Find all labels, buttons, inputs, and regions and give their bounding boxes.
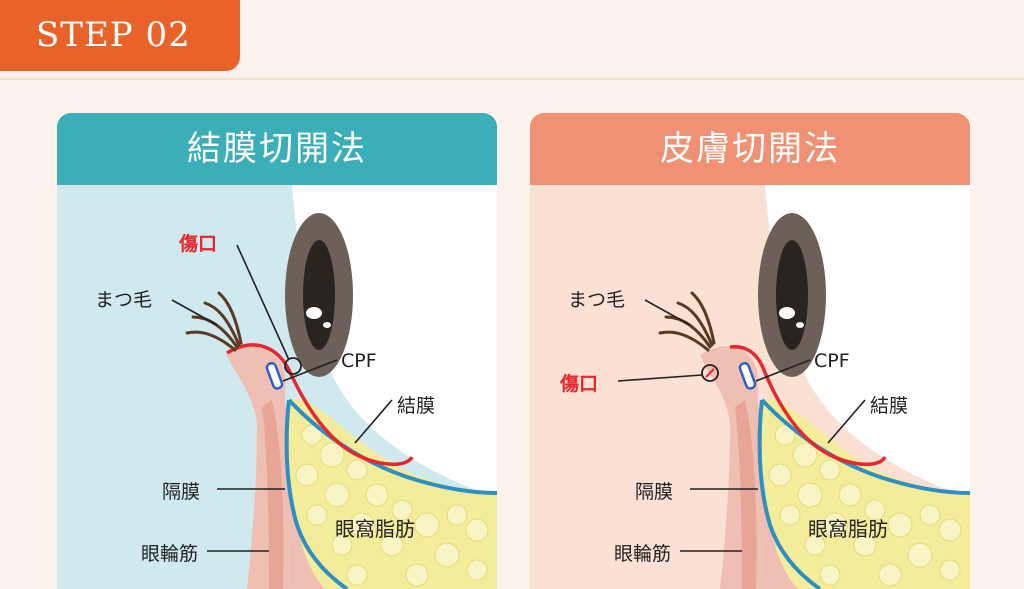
- incision-mark: [705, 368, 715, 378]
- label-wound: 傷口: [560, 373, 599, 395]
- label-septum: 隔膜: [162, 481, 201, 503]
- label-orbital-fat: 眼窩脂肪: [808, 517, 888, 541]
- wound-circle: [701, 364, 719, 382]
- step-badge: STEP 02: [0, 0, 240, 71]
- label-wound: 傷口: [179, 233, 218, 255]
- panel-skin-incision: 皮膚切開法: [530, 113, 970, 589]
- septum-line: [757, 399, 822, 589]
- eye-highlight-small: [323, 322, 331, 328]
- header-divider: [0, 78, 1024, 80]
- cpf-marker: [265, 361, 284, 390]
- leader-lines: [617, 299, 866, 552]
- label-eyelash: まつ毛: [568, 289, 626, 311]
- eye-highlight-small: [796, 322, 804, 328]
- eyelash-icon: [658, 291, 716, 352]
- panel-title: 皮膚切開法: [530, 113, 970, 185]
- label-orbital-fat: 眼窩脂肪: [335, 517, 415, 541]
- label-eyelash: まつ毛: [95, 289, 153, 311]
- fat-globules: [768, 424, 962, 587]
- label-cpf: CPF: [814, 350, 850, 372]
- label-orbicularis: 眼輪筋: [614, 543, 672, 565]
- eye-highlight: [306, 307, 322, 319]
- pupil: [303, 240, 335, 350]
- septum-upper-line: [287, 398, 497, 495]
- step-label: STEP 02: [36, 15, 191, 55]
- label-orbicularis: 眼輪筋: [141, 543, 199, 565]
- septum-line: [284, 399, 349, 589]
- panel-conjunctival-incision: 結膜切開法: [57, 113, 497, 589]
- label-conjunctiva: 結膜: [870, 395, 909, 417]
- orbicularis-muscle: [262, 400, 284, 589]
- label-cpf: CPF: [341, 350, 377, 372]
- panel-title: 結膜切開法: [57, 113, 497, 185]
- wound-circle: [284, 357, 302, 375]
- eye-highlight: [779, 307, 795, 319]
- label-conjunctiva: 結膜: [397, 395, 436, 417]
- orbicularis-muscle: [735, 400, 757, 589]
- eyelid-cross-section-diagram: [530, 185, 970, 589]
- conjunctiva-line: [729, 345, 887, 466]
- cpf-marker: [738, 361, 757, 390]
- label-septum: 隔膜: [635, 481, 674, 503]
- fat-globules: [295, 424, 489, 587]
- pupil: [776, 240, 808, 350]
- conjunctiva-line: [226, 343, 414, 466]
- septum-upper-line: [760, 398, 970, 495]
- eyelid-cross-section-diagram: [57, 185, 497, 589]
- leader-lines: [171, 244, 393, 552]
